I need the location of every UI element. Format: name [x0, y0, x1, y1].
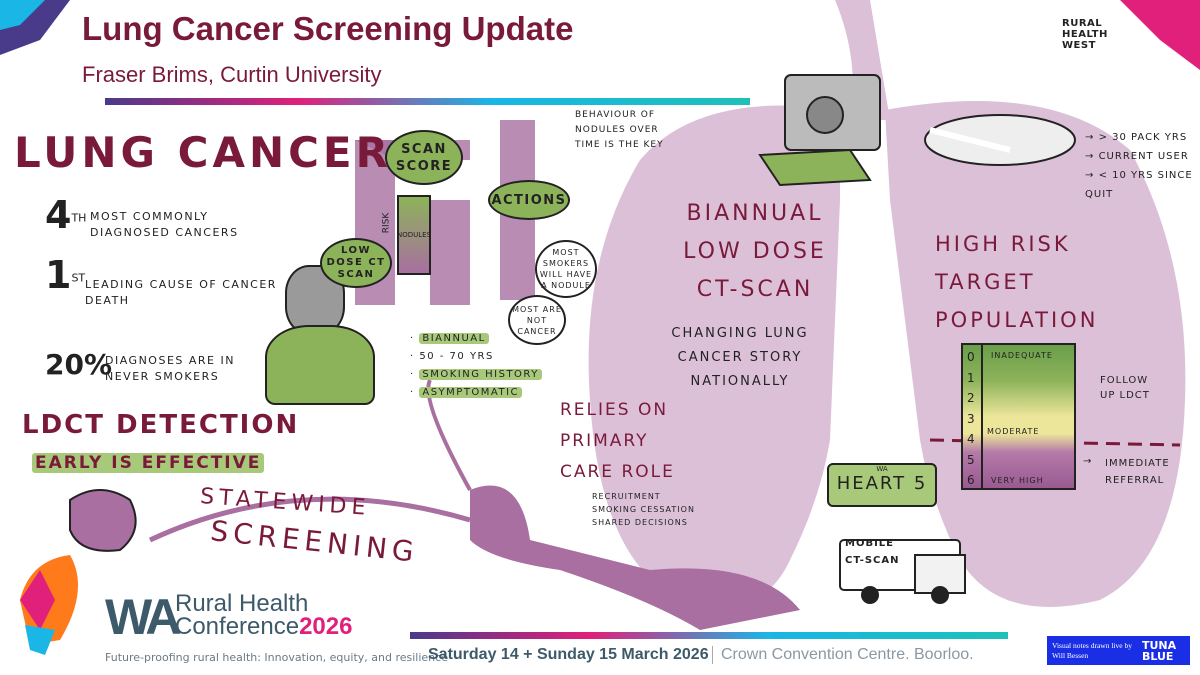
- conf-wa: WA: [105, 589, 182, 645]
- conf-name: Rural Health: [175, 590, 309, 617]
- scale-label-moderate: MODERATE: [987, 427, 1040, 436]
- stat-value: 20%: [45, 348, 113, 381]
- risk-factors-list: → > 30 PACK YRS → CURRENT USER → < 10 YR…: [1085, 128, 1200, 204]
- conference-logo: WA Rural Health Conference2026: [105, 589, 352, 645]
- speech-bubble-not-cancer: MOST ARE NOT CANCER: [508, 295, 566, 345]
- primary-care-bullets: RECRUITMENT SMOKING CESSATION SHARED DEC…: [592, 490, 695, 529]
- stat-suffix: TH: [71, 211, 87, 225]
- criteria-item: · SMOKING HISTORY: [410, 366, 542, 384]
- stat-value: 4: [45, 193, 72, 237]
- arrow-icon: →: [1083, 456, 1093, 467]
- stat-1st: 1ST LEADING CAUSE OF CANCER DEATH: [45, 253, 275, 307]
- scale-label-very-high: VERY HIGH: [991, 476, 1044, 485]
- scale-label-inadequate: INADEQUATE: [991, 351, 1053, 360]
- stat-text: MOST COMMONLY DIAGNOSED CANCERS: [90, 210, 239, 239]
- conf-name: Conference: [175, 613, 300, 640]
- nodules-scale: NODULES: [397, 195, 431, 275]
- stat-suffix: ST: [71, 271, 86, 285]
- ldct-detection-text: LDCT DETECTION: [22, 410, 300, 440]
- bullet-item: SHARED DECISIONS: [592, 518, 688, 527]
- plate-state: WA: [876, 465, 888, 473]
- footer-band: [410, 632, 1008, 639]
- risk-factor: → > 30 PACK YRS: [1085, 132, 1188, 143]
- follow-up-text: FOLLOW UP LDCT: [1100, 375, 1150, 401]
- stat-4th: 4TH MOST COMMONLY DIAGNOSED CANCERS: [45, 193, 237, 239]
- speech-bubble-smokers: MOST SMOKERS WILL HAVE A NODULE: [535, 240, 597, 298]
- behaviour-text: BEHAVIOUR OF NODULES OVER TIME IS THE KE…: [575, 110, 664, 150]
- page-subtitle: Fraser Brims, Curtin University: [82, 62, 382, 87]
- credit-text: Visual notes drawn live by Will Bessen: [1052, 640, 1132, 660]
- licence-plate: WA HEART 5: [827, 463, 937, 507]
- stat-text: DIAGNOSES ARE IN NEVER SMOKERS: [105, 354, 235, 383]
- risk-label: RISK: [381, 212, 392, 234]
- stat-text: LEADING CAUSE OF CANCER DEATH: [85, 278, 277, 307]
- doctor-illustration: [265, 265, 385, 405]
- low-dose-ct-oval: LOW DOSE CT SCAN: [320, 238, 392, 288]
- immediate-referral-text: IMMEDIATE REFERRAL: [1105, 458, 1170, 486]
- criteria-item: · BIANNUAL: [410, 330, 542, 348]
- risk-factor: → < 10 YRS SINCE QUIT: [1085, 170, 1193, 200]
- rural-health-west-logo: RURAL HEALTH WEST: [1062, 18, 1108, 51]
- header-band: [105, 98, 750, 105]
- conference-tagline: Future-proofing rural health: Innovation…: [105, 651, 448, 664]
- conf-year: 2026: [299, 613, 353, 640]
- mobile-ct-label: MOBILE CT-SCAN: [845, 538, 900, 566]
- conference-dates: Saturday 14 + Sunday 15 March 2026: [428, 646, 709, 663]
- bullet-item: SMOKING CESSATION: [592, 505, 695, 514]
- tuna-blue-logo: TUNA BLUE: [1142, 638, 1177, 663]
- high-risk-heading: HIGH RISK TARGET POPULATION: [935, 232, 1099, 332]
- changing-story-text: CHANGING LUNG CANCER STORY NATIONALLY: [671, 326, 809, 389]
- conference-venue: Crown Convention Centre. Boorloo.: [712, 646, 974, 664]
- biannual-ldct-text: BIANNUAL LOW DOSE CT-SCAN: [683, 201, 827, 302]
- artist-credit: Visual notes drawn live by Will Bessen T…: [1047, 636, 1190, 665]
- scan-score-oval: SCAN SCORE: [385, 130, 463, 185]
- early-effective-text: EARLY IS EFFECTIVE: [32, 453, 265, 473]
- plate-text: HEART 5: [836, 473, 928, 494]
- stat-value: 1: [45, 253, 72, 297]
- stat-20pct: 20% DIAGNOSES ARE IN NEVER SMOKERS: [45, 345, 233, 385]
- actions-oval: ACTIONS: [488, 180, 570, 220]
- criteria-list: · BIANNUAL · 50 - 70 YRS · SMOKING HISTO…: [410, 330, 542, 402]
- page-title: Lung Cancer Screening Update: [82, 10, 574, 47]
- primary-care-text: RELIES ON PRIMARY CARE ROLE: [560, 400, 675, 482]
- criteria-item: · 50 - 70 YRS: [410, 351, 494, 362]
- bullet-item: RECRUITMENT: [592, 492, 661, 501]
- lung-cancer-heading: LUNG CANCER: [14, 128, 392, 177]
- criteria-item: · ASYMPTOMATIC: [410, 384, 542, 402]
- risk-factor: → CURRENT USER: [1085, 151, 1189, 162]
